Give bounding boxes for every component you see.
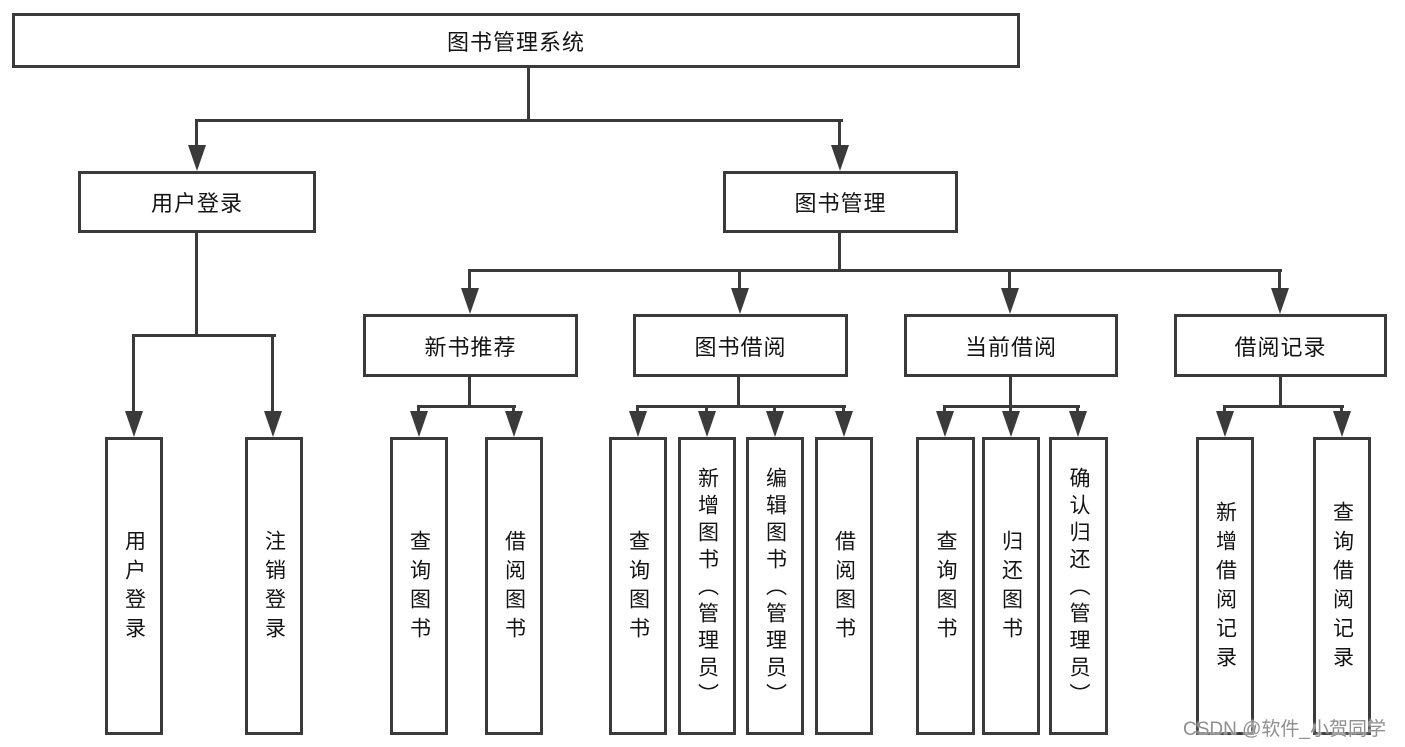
- leaf-edit-book-admin: 编辑图书（管理员）: [746, 437, 804, 735]
- connector-line: [1279, 377, 1282, 408]
- node-current-borrow-label: 当前借阅: [964, 334, 1057, 360]
- leaf-user-login-label: 用户登录: [122, 530, 146, 646]
- leaf-query-books-current-label: 查询图书: [934, 530, 957, 646]
- connector-line: [773, 405, 776, 413]
- leaf-borrow-books-label: 借阅图书: [832, 530, 856, 646]
- arrowhead-down-icon: [835, 411, 853, 437]
- arrowhead-down-icon: [264, 411, 282, 437]
- arrowhead-down-icon: [188, 145, 206, 171]
- connector-line: [943, 405, 946, 413]
- leaf-query-books-current: 查询图书: [916, 437, 975, 735]
- leaf-return-book: 归还图书: [982, 437, 1040, 735]
- leaf-logout: 注销登录: [245, 437, 303, 735]
- leaf-query-books-borrow: 查询图书: [609, 437, 667, 735]
- leaf-borrow-books-recommend-label: 借阅图书: [502, 530, 526, 646]
- arrowhead-down-icon: [125, 411, 143, 437]
- leaf-edit-book-admin-label: 编辑图书（管理员）: [763, 466, 787, 710]
- arrowhead-down-icon: [936, 411, 954, 437]
- leaf-add-borrow-record-label: 新增借阅记录: [1213, 501, 1237, 675]
- connector-line: [417, 405, 420, 413]
- arrowhead-down-icon: [1002, 411, 1020, 437]
- arrowhead-down-icon: [410, 411, 428, 437]
- arrowhead-down-icon: [629, 411, 647, 437]
- arrowhead-down-icon: [698, 411, 716, 437]
- leaf-query-borrow-record-label: 查询借阅记录: [1330, 501, 1354, 675]
- node-user-login: 用户登录: [78, 171, 316, 233]
- connector-line: [195, 233, 198, 337]
- node-book-management: 图书管理: [723, 171, 958, 233]
- leaf-borrow-books: 借阅图书: [815, 437, 873, 735]
- leaf-add-borrow-record: 新增借阅记录: [1196, 437, 1254, 735]
- node-user-login-label: 用户登录: [150, 191, 243, 216]
- leaf-add-book-admin-label: 新增图书（管理员）: [695, 466, 719, 710]
- node-book-management-label: 图书管理: [794, 191, 887, 216]
- connector-line: [271, 334, 274, 414]
- leaf-borrow-books-recommend: 借阅图书: [485, 437, 543, 735]
- connector-line: [838, 119, 841, 149]
- node-book-borrow-label: 图书借阅: [694, 334, 787, 360]
- connector-line: [1008, 269, 1011, 291]
- connector-line: [842, 405, 845, 413]
- leaf-query-books-recommend-label: 查询图书: [407, 530, 431, 646]
- connector-line: [1223, 405, 1226, 413]
- arrowhead-down-icon: [1271, 288, 1289, 314]
- node-new-book-recommend: 新书推荐: [363, 314, 578, 377]
- connector-line: [527, 66, 530, 122]
- node-borrow-records: 借阅记录: [1174, 314, 1387, 377]
- connector-line: [1340, 405, 1343, 413]
- connector-line: [195, 119, 198, 149]
- connector-line: [838, 233, 841, 272]
- connector-line: [737, 377, 740, 408]
- connector-line: [132, 334, 276, 337]
- leaf-confirm-return-admin-label: 确认归还（管理员）: [1067, 466, 1090, 710]
- arrowhead-down-icon: [731, 288, 749, 314]
- node-book-borrow: 图书借阅: [633, 314, 848, 377]
- connector-line: [636, 405, 846, 408]
- node-root-label: 图书管理系统: [446, 29, 585, 55]
- arrowhead-down-icon: [1333, 411, 1351, 437]
- leaf-query-books-recommend: 查询图书: [390, 437, 448, 735]
- arrowhead-down-icon: [1001, 288, 1019, 314]
- arrowhead-down-icon: [766, 411, 784, 437]
- connector-line: [1076, 405, 1079, 413]
- connector-line: [705, 405, 708, 413]
- arrowhead-down-icon: [1216, 411, 1234, 437]
- node-borrow-records-label: 借阅记录: [1234, 334, 1327, 360]
- connector-line: [468, 269, 1282, 272]
- connector-line: [738, 269, 741, 291]
- connector-line: [132, 334, 135, 414]
- connector-line: [417, 405, 516, 408]
- arrowhead-down-icon: [505, 411, 523, 437]
- connector-line: [1009, 405, 1012, 413]
- arrowhead-down-icon: [1069, 411, 1087, 437]
- leaf-query-books-borrow-label: 查询图书: [626, 530, 650, 646]
- leaf-logout-label: 注销登录: [262, 530, 286, 646]
- arrowhead-down-icon: [831, 145, 849, 171]
- node-root: 图书管理系统: [12, 13, 1020, 68]
- node-new-book-recommend-label: 新书推荐: [424, 334, 517, 360]
- connector-line: [1223, 405, 1344, 408]
- arrowhead-down-icon: [461, 288, 479, 314]
- leaf-confirm-return-admin: 确认归还（管理员）: [1049, 437, 1108, 735]
- connector-line: [468, 269, 471, 291]
- csdn-watermark: CSDN @软件_小贺同学: [1183, 719, 1386, 740]
- leaf-return-book-label: 归还图书: [999, 530, 1023, 646]
- connector-line: [1009, 377, 1012, 408]
- connector-line: [636, 405, 639, 413]
- connector-line: [468, 377, 471, 408]
- connector-line: [512, 405, 515, 413]
- connector-line: [1278, 269, 1281, 291]
- node-current-borrow: 当前借阅: [904, 314, 1118, 377]
- connector-line: [196, 119, 843, 122]
- leaf-user-login: 用户登录: [105, 437, 163, 735]
- leaf-query-borrow-record: 查询借阅记录: [1313, 437, 1371, 735]
- leaf-add-book-admin: 新增图书（管理员）: [678, 437, 736, 735]
